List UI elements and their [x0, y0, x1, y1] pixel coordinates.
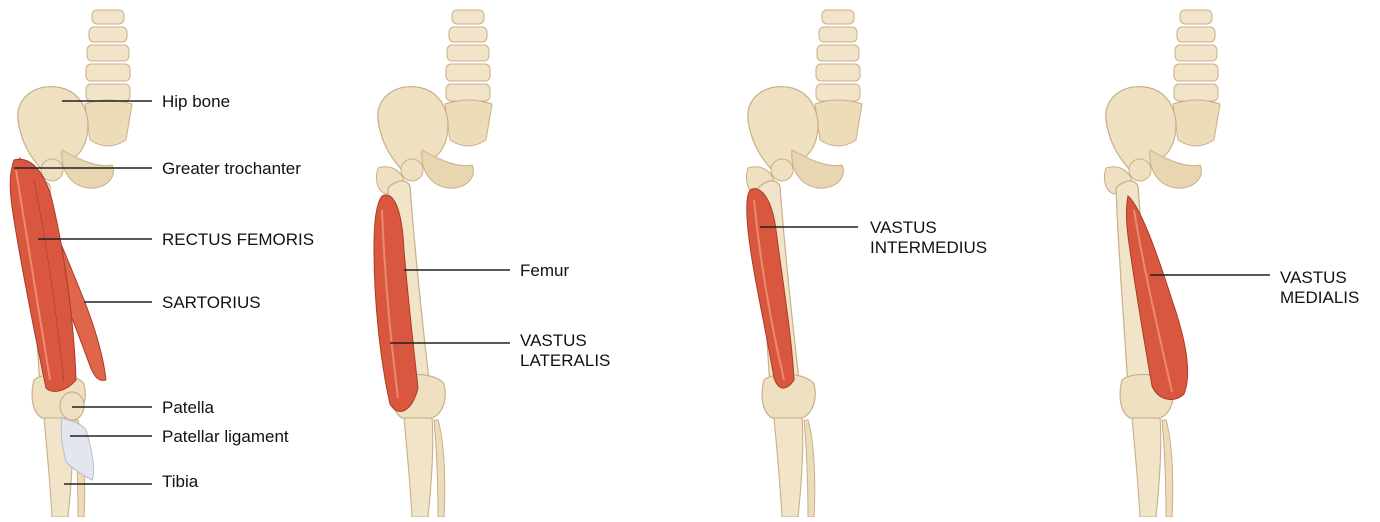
label-hip-bone: Hip bone: [162, 92, 230, 112]
label-patella: Patella: [162, 398, 214, 418]
label-vastus-medialis: VASTUS MEDIALIS: [1280, 268, 1359, 308]
label-vastus-lateralis: VASTUS LATERALIS: [520, 331, 610, 371]
label-patellar-ligament: Patellar ligament: [162, 427, 289, 447]
panel-3-illustration: [746, 10, 862, 517]
panel-2-illustration: [374, 10, 492, 517]
label-greater-trochanter: Greater trochanter: [162, 159, 301, 179]
panel-4-illustration: [1104, 10, 1220, 517]
patella: [60, 392, 84, 420]
label-sartorius: SARTORIUS: [162, 293, 261, 313]
label-rectus-femoris: RECTUS FEMORIS: [162, 230, 314, 250]
label-tibia: Tibia: [162, 472, 198, 492]
label-femur: Femur: [520, 261, 569, 281]
panel-1-illustration: [10, 10, 132, 517]
label-vastus-intermedius: VASTUS INTERMEDIUS: [870, 218, 987, 258]
